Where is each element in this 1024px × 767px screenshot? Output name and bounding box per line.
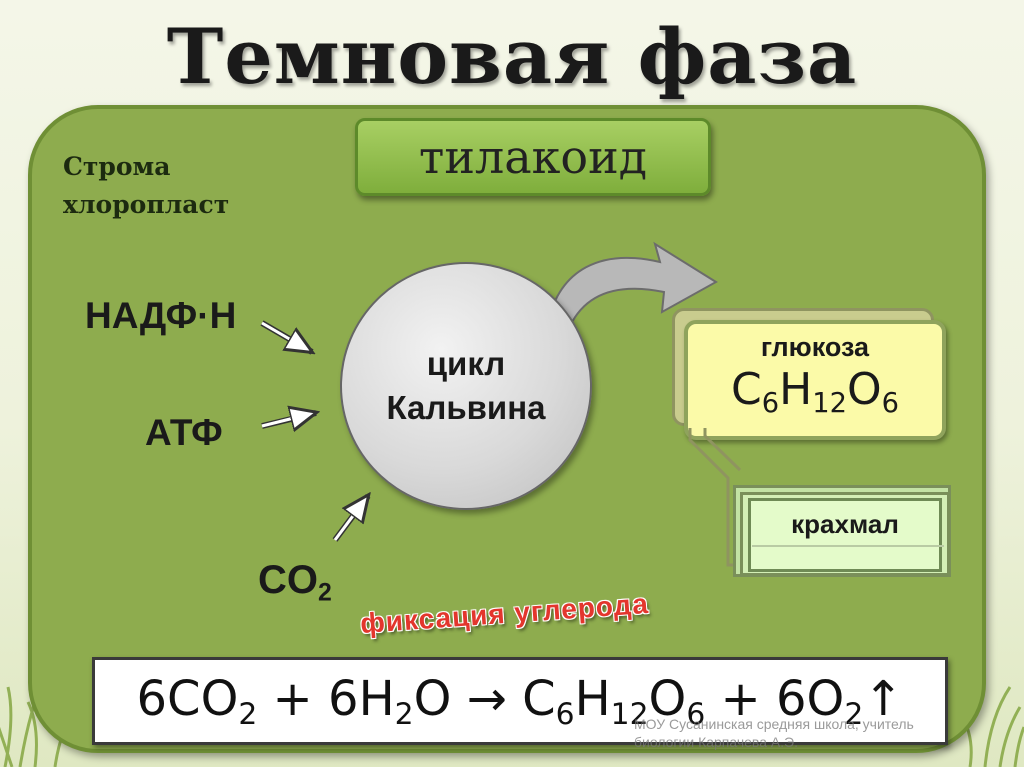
curved-arrow <box>546 241 718 328</box>
grass-decoration <box>0 676 1024 767</box>
stroma-line2: хлоропласт <box>63 190 230 219</box>
stroma-line1: Строма <box>63 152 171 181</box>
glucose-name: глюкоза <box>760 331 870 362</box>
co2-sub: 2 <box>318 579 332 607</box>
watermark-line2: биологии Карпачева А.Э. <box>634 734 799 750</box>
cycle-line2: Кальвина <box>386 389 546 426</box>
atp-label: АТФ <box>145 412 223 453</box>
cycle-line1: цикл <box>426 345 506 382</box>
thylakoid-box: тилакоид <box>355 118 711 196</box>
starch-divider <box>752 545 944 547</box>
photosynthesis-equation: 6CO2 + 6H2O → C6H12O6 + 6O2↑ <box>136 670 904 732</box>
nadph-label: НАДФ·Н <box>85 295 237 336</box>
glucose-box: глюкоза C6H12O6 <box>684 320 946 440</box>
stroma-label: Строма хлоропласт <box>63 148 229 224</box>
glucose-formula: C6H12O6 <box>731 363 899 420</box>
page-title: Темновая фаза <box>166 12 858 101</box>
calvin-cycle-circle: цикл Кальвина <box>340 262 592 510</box>
co2-base: CO <box>258 558 318 602</box>
starch-box: крахмал <box>748 498 942 572</box>
co2-label: CO2 <box>258 558 332 607</box>
equation-box: 6CO2 + 6H2O → C6H12O6 + 6O2↑ <box>92 657 948 745</box>
watermark-line1: МОУ Сусанинская средняя школа, учитель <box>634 716 914 732</box>
watermark: МОУ Сусанинская средняя школа, учитель б… <box>634 715 974 751</box>
